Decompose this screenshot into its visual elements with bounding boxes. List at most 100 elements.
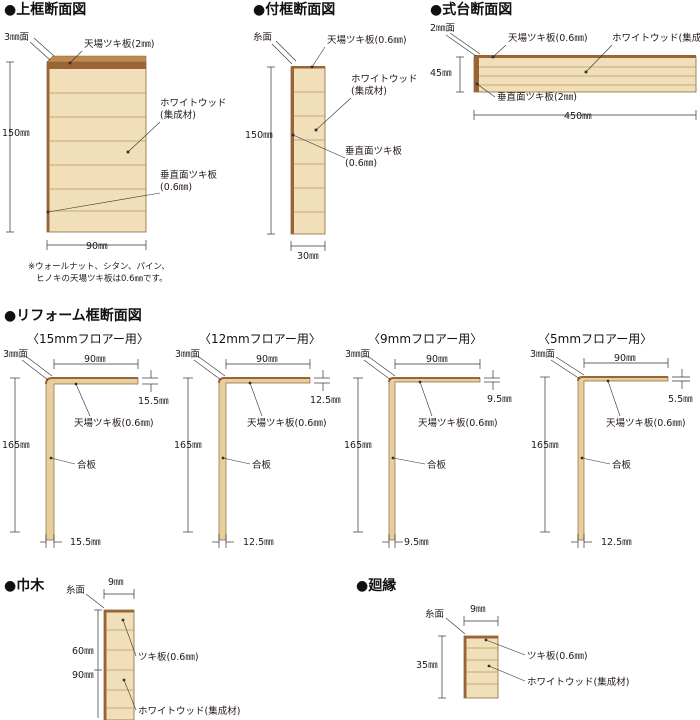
reform-variant-title: 〈15mmフロアー用〉 [27,332,149,346]
upper-frame-height-label: 150㎜ [2,128,30,139]
reform-width-label: 90㎜ [426,354,448,365]
reform-variant-title: 〈5mmフロアー用〉 [538,332,652,346]
edge-core-label: ホワイトウッド(集成材) [527,676,629,688]
side-frame-width-label: 30㎜ [297,251,319,262]
reform-ply-label: 合板 [77,459,97,471]
reform-veneer [388,377,480,383]
reform-veneer-label: 天場ツキ板(0.6㎜) [606,417,686,429]
upper-frame-core-label-line2: (集成材) [160,109,196,121]
baseboard-boards [106,629,134,709]
baseboard-core [103,609,135,720]
edge-heading: ●廻縁 [356,577,396,594]
reform-heading: ●リフォーム框断面図 [4,307,142,324]
edge-top-veneer [464,636,498,639]
reform-veneer [45,377,138,385]
upper-frame-section: ●上框断面図 3㎜面 天場ツキ板(2㎜) ホワイトウッド (集成材) 垂直面ツキ… [2,1,227,284]
reform-variant-15: 〈15mmフロアー用〉 3㎜面 90㎜ 15.5㎜ 天場ツキ板(0.6㎜) 16… [2,332,169,548]
reform-height-label: 165㎜ [531,440,559,451]
side-frame-side-veneer-line1: 垂直面ツキ板 [345,145,403,157]
reform-variant-5: 〈5mmフロアー用〉 3㎜面 90㎜ 5.5㎜ 天場ツキ板(0.6㎜) 165㎜… [530,332,693,548]
sill-chamfer-label: 2㎜面 [430,23,455,34]
reform-section: ●リフォーム框断面図 〈15mmフロアー用〉 3㎜面 90㎜ 15.5㎜ 天場ツ… [2,307,693,548]
baseboard-section: ●巾木 糸面 9㎜ 60㎜ 90㎜ ツキ板(0.6㎜) ホワイトウッド(集成材) [4,577,240,720]
reform-lip-label: 9.5㎜ [487,394,512,405]
side-frame-top-veneer [291,66,325,69]
reform-bottom-label: 12.5㎜ [601,537,632,548]
baseboard-side-veneer [104,610,107,720]
reform-chamfer-label: 3㎜面 [345,349,370,360]
reform-bottom-label: 12.5㎜ [243,537,274,548]
side-frame-height-label: 150㎜ [245,130,273,141]
sill-top-veneer [474,55,696,58]
upper-frame-note-line2: ヒノキの天場ツキ板は0.6㎜です。 [36,273,168,284]
reform-height-label: 165㎜ [2,440,30,451]
side-frame-side-veneer-line2: (0.6㎜) [345,158,377,169]
reform-lip-label: 12.5㎜ [310,395,341,406]
reform-chamfer-label: 3㎜面 [530,349,555,360]
upper-frame-side-veneer-line1: 垂直面ツキ板 [160,169,218,181]
edge-chamfer-label: 糸面 [425,608,444,620]
edge-boards [466,647,498,685]
reform-height-label: 165㎜ [344,440,372,451]
reform-ply-label: 合板 [612,459,632,471]
baseboard-height1-label: 60㎜ [72,646,94,657]
reform-lip-label: 5.5㎜ [668,394,693,405]
reform-ply-label: 合板 [427,459,447,471]
sill-side-veneer [474,58,479,92]
reform-width-label: 90㎜ [614,353,636,364]
upper-frame-side-veneer [47,69,50,232]
sill-boards [479,66,696,86]
baseboard-height2-label: 90㎜ [72,670,94,681]
reform-profile [388,377,481,541]
side-frame-boards [294,91,325,213]
reform-profile [577,376,669,541]
side-frame-side-veneer [291,67,294,234]
upper-frame-core [46,61,147,233]
reform-chamfer-label: 3㎜面 [3,349,28,360]
upper-frame-chamfer-label: 3㎜面 [4,32,29,43]
sill-core-label: ホワイトウッド(集成材) [612,32,700,44]
reform-veneer [577,376,668,382]
reform-ply-label: 合板 [252,459,272,471]
upper-frame-boards [50,92,146,212]
baseboard-chamfer-label: 糸面 [66,584,85,596]
edge-height-label: 35㎜ [416,660,438,671]
upper-frame-chamfer-shape [46,55,147,63]
reform-variant-title: 〈12mmフロアー用〉 [199,332,321,346]
reform-variant-9: 〈9mmフロアー用〉 3㎜面 90㎜ 9.5㎜ 天場ツキ板(0.6㎜) 165㎜… [344,332,512,548]
sill-width-label: 450㎜ [564,111,592,122]
upper-frame-top-veneer-label: 天場ツキ板(2㎜) [84,38,154,50]
baseboard-heading: ●巾木 [4,577,45,594]
reform-veneer-label: 天場ツキ板(0.6㎜) [418,417,498,429]
reform-bottom-label: 15.5㎜ [70,537,101,548]
side-frame-section: ●付框断面図 糸面 天場ツキ板(0.6㎜) ホワイトウッド (集成材) 垂直面ツ… [245,1,418,262]
upper-frame-side-veneer-line2: (0.6㎜) [160,182,192,193]
side-frame-heading: ●付框断面図 [253,1,335,18]
reform-variant-title: 〈9mmフロアー用〉 [368,332,482,346]
reform-bottom-label: 9.5㎜ [404,537,429,548]
baseboard-width-label: 9㎜ [108,577,124,588]
baseboard-top-veneer [104,610,134,613]
reform-lip-label: 15.5㎜ [138,396,169,407]
sill-heading: ●式台断面図 [430,1,512,18]
reform-width-label: 90㎜ [84,354,106,365]
reform-profile [45,377,139,541]
sill-core [473,56,697,93]
sill-top-veneer-label: 天場ツキ板(0.6㎜) [508,32,588,44]
side-frame-top-veneer-label: 天場ツキ板(0.6㎜) [327,34,407,46]
reform-height-label: 165㎜ [174,440,202,451]
upper-frame-note-line1: ※ウォールナット、シタン、パイン、 [28,262,170,272]
edge-side-veneer [464,636,467,698]
side-frame-core-line1: ホワイトウッド [351,74,418,85]
reform-veneer-label: 天場ツキ板(0.6㎜) [247,417,327,429]
reform-veneer-label: 天場ツキ板(0.6㎜) [74,417,154,429]
side-frame-core-line2: (集成材) [351,85,387,97]
edge-core [463,635,499,699]
edge-veneer-label: ツキ板(0.6㎜) [527,650,588,662]
sill-section: ●式台断面図 2㎜面 天場ツキ板(0.6㎜) ホワイトウッド(集成材) 45㎜ … [430,1,700,122]
edge-width-label: 9㎜ [470,604,486,615]
reform-variant-12: 〈12mmフロアー用〉 3㎜面 90㎜ 12.5㎜ 天場ツキ板(0.6㎜) 16… [174,332,341,548]
side-frame-chamfer-label: 糸面 [253,31,272,43]
upper-frame-top-veneer [47,62,146,69]
